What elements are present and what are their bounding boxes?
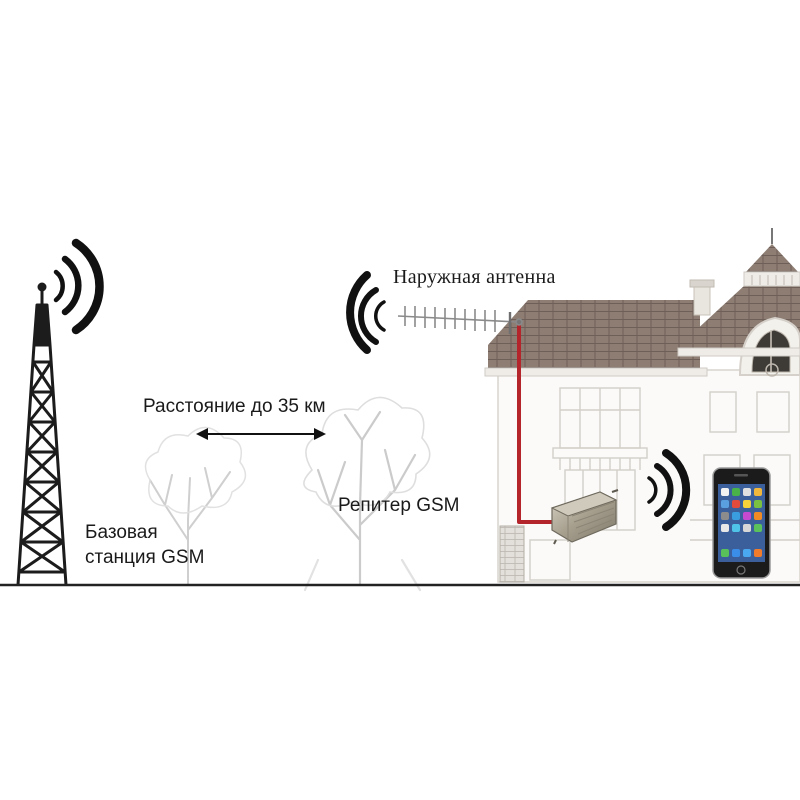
tree-icon [144, 426, 247, 586]
cell-tower-icon [16, 282, 68, 586]
signal-waves-icon [647, 449, 691, 531]
tree-icon [303, 396, 431, 592]
repeater-label: Репитер GSM [338, 495, 460, 516]
antenna-cable [517, 320, 560, 524]
double-arrow-icon [196, 428, 326, 440]
base-station-label-line2: станция GSM [85, 546, 205, 568]
base-station-label-line1: Базовая [85, 522, 158, 543]
repeater-icon [550, 489, 619, 545]
outdoor-antenna-icon [397, 306, 523, 334]
signal-waves-icon [53, 238, 104, 335]
outdoor-antenna-label: Наружная антенна [393, 266, 556, 288]
signal-waves-icon [346, 271, 386, 354]
base-station-label: Базовая станция GSM [85, 521, 204, 570]
distance-label: Расстояние до 35 км [143, 396, 326, 417]
smartphone-icon [712, 467, 771, 579]
